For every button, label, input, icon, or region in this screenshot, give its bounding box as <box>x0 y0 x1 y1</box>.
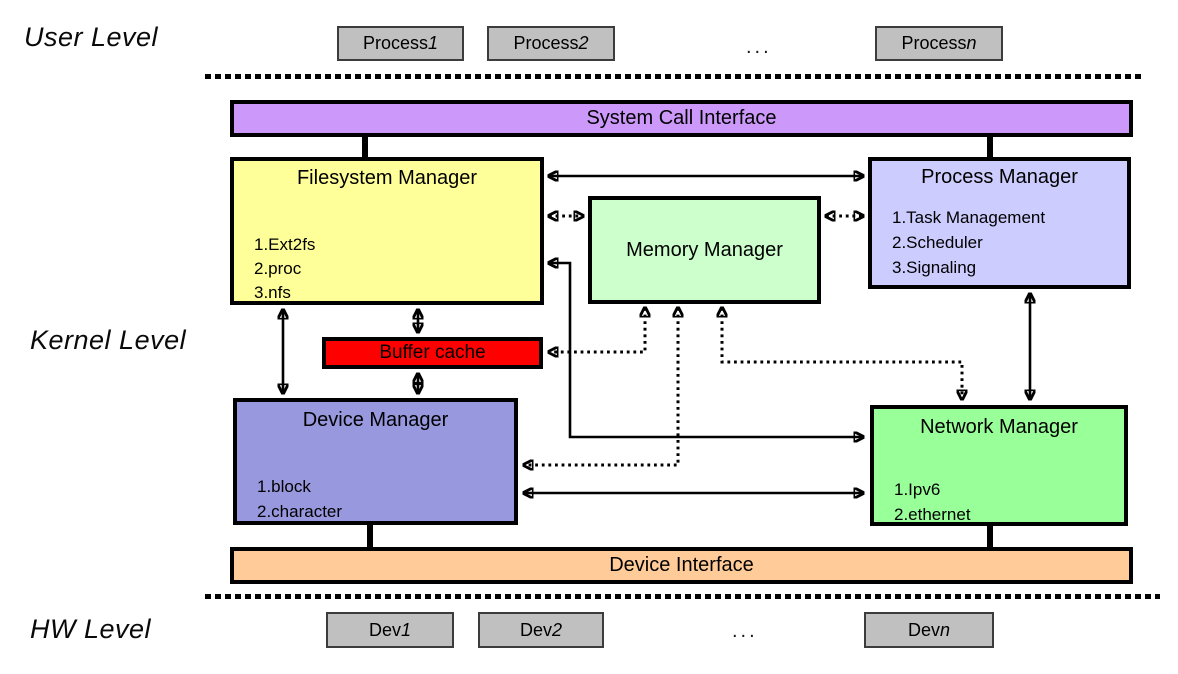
sci-to-filesystem-connector <box>362 135 368 159</box>
process-1-suffix: 1 <box>428 33 439 53</box>
arrow-memory-device-dotted <box>524 308 678 465</box>
list-item: 3.nfs <box>254 283 291 302</box>
dev-ellipsis: ... <box>732 620 758 642</box>
list-item: 1.Ext2fs <box>254 235 316 254</box>
filesystem-manager-title: Filesystem Manager <box>296 167 478 189</box>
network-manager-title: Network Manager <box>920 416 1078 438</box>
process-n-suffix: n <box>966 33 977 53</box>
process-manager-box: Process Manager 1.Task Management 2.Sche… <box>868 157 1131 289</box>
device-manager-box: Device Manager 1.block 2.character <box>233 398 518 525</box>
memory-manager-title: Memory Manager <box>626 238 783 261</box>
list-item: 2.character <box>257 502 343 521</box>
dev-n-label: Dev <box>907 619 940 640</box>
filesystem-manager-box: Filesystem Manager 1.Ext2fs 2.proc 3.nfs <box>230 157 544 305</box>
sci-to-process-connector <box>987 135 993 159</box>
dev-1-label: Dev <box>368 619 401 640</box>
system-call-interface-bar: System Call Interface <box>230 100 1133 137</box>
filesystem-manager-items: 1.Ext2fs 2.proc 3.nfs <box>254 233 315 305</box>
device-manager-title: Device Manager <box>302 409 449 431</box>
user-kernel-separator <box>205 74 1143 79</box>
memory-manager-box: Memory Manager <box>588 196 821 304</box>
list-item: 1.Task Management <box>892 208 1046 227</box>
network-manager-to-device-interface-connector <box>987 523 993 548</box>
process-manager-items: 1.Task Management 2.Scheduler 3.Signalin… <box>892 205 1045 280</box>
list-item: 1.Ipv6 <box>894 480 941 499</box>
system-call-interface-label: System Call Interface <box>586 107 777 129</box>
list-item: 2.Scheduler <box>892 233 983 252</box>
buffer-cache-label: Buffer cache <box>379 342 486 363</box>
device-interface-label: Device Interface <box>609 554 754 576</box>
arrow-memory-buffercache-dotted <box>549 308 645 352</box>
dev-2-suffix: 2 <box>552 619 563 640</box>
arrow-memory-network-dotted <box>722 308 962 399</box>
process-1-label: Process <box>362 33 428 53</box>
dev-n-suffix: n <box>940 619 951 640</box>
process-n-label: Process <box>901 33 967 53</box>
buffer-cache-box: Buffer cache <box>322 337 543 369</box>
process-manager-title: Process Manager <box>921 166 1078 188</box>
list-item: 2.ethernet <box>894 505 971 524</box>
list-item: 3.Signaling <box>892 258 977 277</box>
process-ellipsis: ... <box>746 36 772 58</box>
list-item: 1.block <box>257 477 311 496</box>
network-manager-box: Network Manager 1.Ipv6 2.ethernet <box>870 405 1128 526</box>
list-item: 2.proc <box>254 259 302 278</box>
network-manager-items: 1.Ipv6 2.ethernet <box>894 477 971 527</box>
kernel-level-label: Kernel Level <box>30 325 187 355</box>
device-manager-to-device-interface-connector <box>367 522 373 548</box>
process-2-suffix: 2 <box>578 33 589 53</box>
device-manager-items: 1.block 2.character <box>257 474 342 524</box>
kernel-hw-separator <box>205 594 1160 599</box>
device-interface-bar: Device Interface <box>230 547 1133 584</box>
user-level-label: User Level <box>24 22 159 52</box>
process-2-label: Process <box>513 33 579 53</box>
dev-1-suffix: 1 <box>401 619 412 640</box>
dev-2-label: Dev <box>519 619 552 640</box>
hw-level-label: HW Level <box>30 614 152 644</box>
